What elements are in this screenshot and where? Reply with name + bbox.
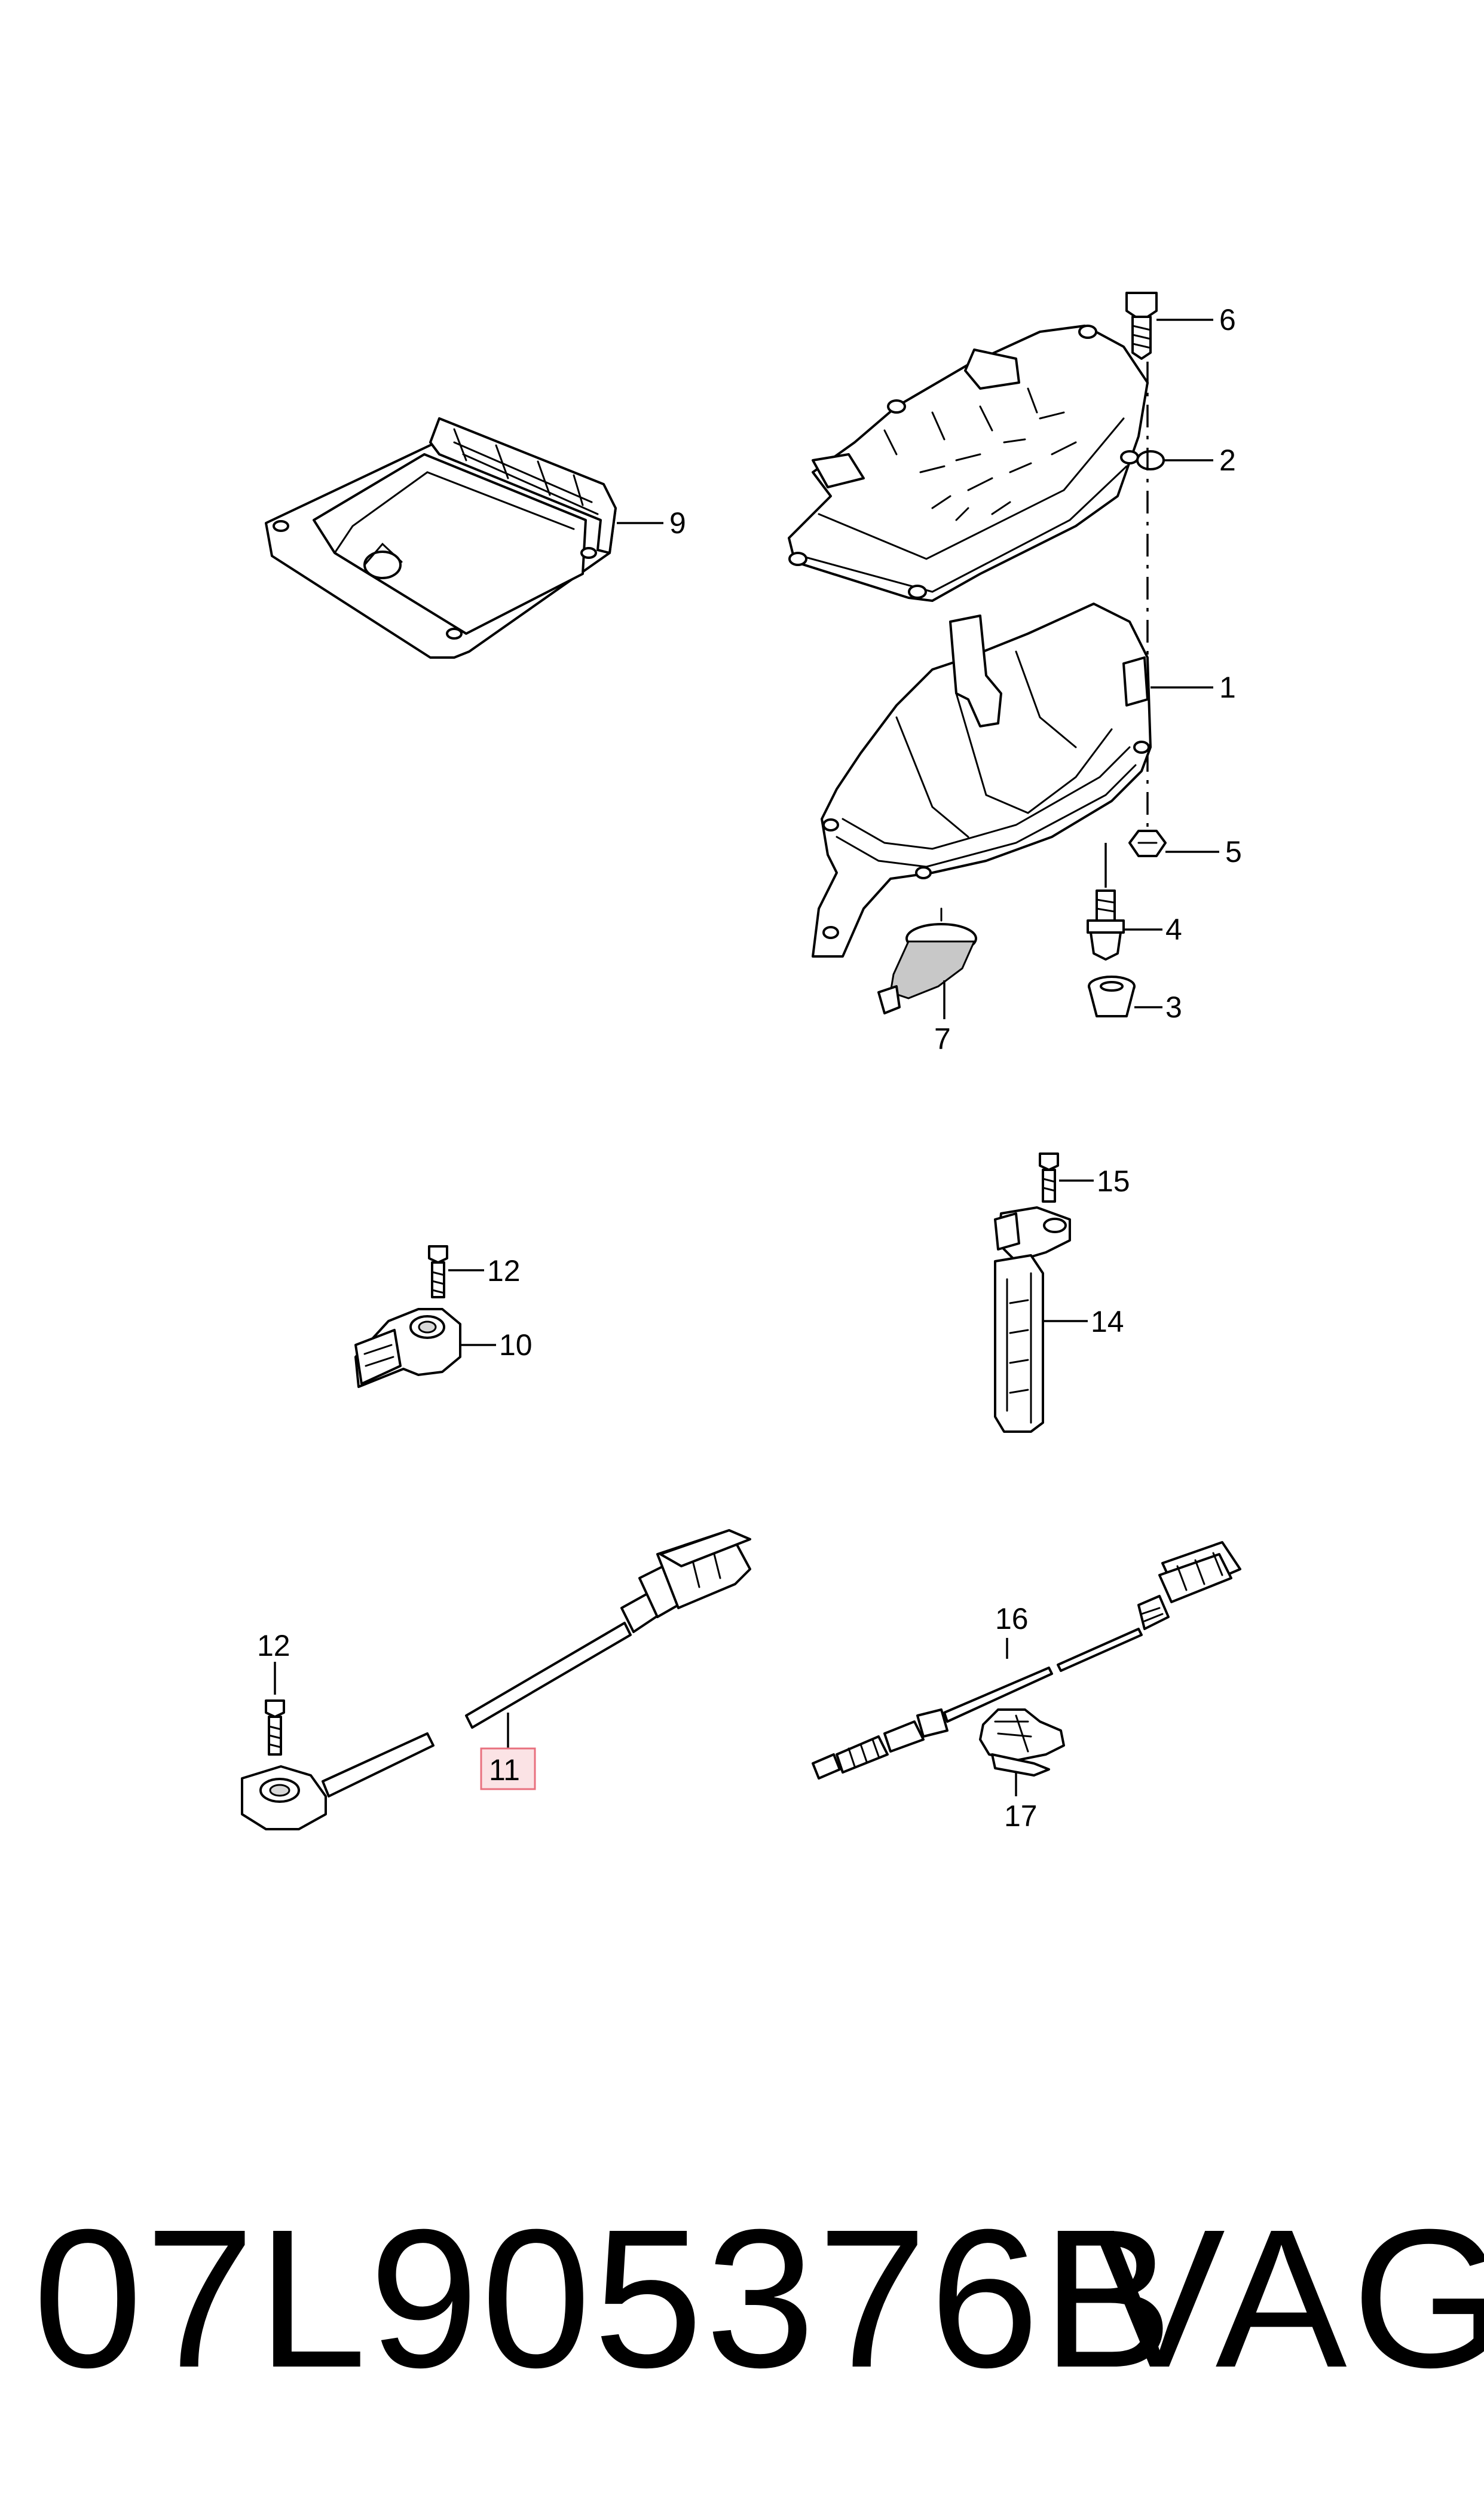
callout-6: 6 (1219, 303, 1236, 337)
knock-sensor-cable-part-11: 12 11 (241, 1529, 751, 1830)
control-unit-part-9: 9 (265, 417, 686, 659)
highlight-box-11 (480, 1747, 536, 1790)
grommet-part-7: 7 (877, 907, 977, 1056)
callout-11: 11 (489, 1753, 520, 1787)
knock-sensor-part-10: 12 10 (354, 1245, 533, 1388)
bolt-part-4: 4 (1087, 843, 1182, 961)
brand-name: VAG (1094, 2188, 1484, 2408)
callout-1: 1 (1219, 671, 1236, 704)
callout-3: 3 (1165, 990, 1182, 1024)
callout-14: 14 (1091, 1305, 1124, 1338)
callout-4: 4 (1165, 913, 1182, 946)
callout-12-a: 12 (487, 1254, 521, 1288)
camshaft-sensor-part-14: 15 14 (994, 1152, 1130, 1433)
callout-17: 17 (1004, 1799, 1038, 1833)
housing-cover-part-2: 2 (788, 325, 1236, 602)
callout-16: 16 (995, 1602, 1029, 1635)
callout-10: 10 (499, 1328, 533, 1362)
callout-5: 5 (1225, 835, 1242, 869)
grommet-part-3: 3 (1088, 976, 1182, 1024)
nut-part-5: 5 (1128, 830, 1242, 869)
callout-2: 2 (1219, 444, 1236, 477)
callout-9: 9 (669, 506, 686, 540)
callout-12-b: 12 (257, 1629, 290, 1662)
oxygen-sensor-part-16: 16 (812, 1541, 1241, 1780)
callout-15: 15 (1097, 1164, 1130, 1198)
part-number: 07L905376B (33, 2188, 1176, 2408)
screw-part-6: 6 (1125, 292, 1236, 360)
housing-base-part-1: 1 (812, 603, 1236, 958)
clip-part-17: 17 (979, 1708, 1065, 1833)
callout-7: 7 (934, 1022, 951, 1056)
